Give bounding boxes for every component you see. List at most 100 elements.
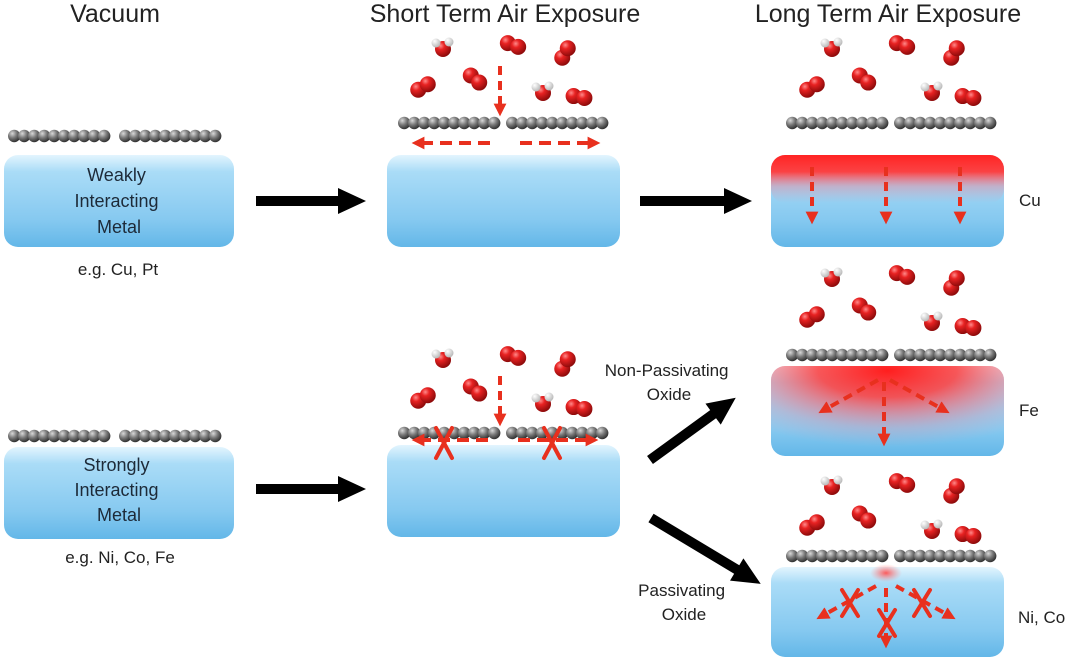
short-term-weak-panel [387,35,620,247]
carbon-atom [48,129,61,143]
carbon-atom [566,426,579,440]
carbon-atom [179,129,192,143]
carbon-atom [526,116,539,130]
carbon-atom [924,116,937,130]
water-molecule [820,37,843,57]
carbon-atom [836,549,849,563]
carbon-atom [28,429,41,443]
oxygen-molecule [799,514,825,536]
passivating-arrow [648,513,761,584]
carbon-atom [478,426,491,440]
carbon-atom [506,116,519,130]
carbon-atom [944,116,957,130]
water-molecule [431,37,454,57]
process-arrow [256,188,366,214]
carbon-atom [576,426,589,440]
carbon-atom [57,129,71,143]
carbon-atom [169,129,182,143]
carbon-atom [816,348,829,362]
carbon-atom [566,116,579,130]
carbon-atom [954,116,967,130]
graphene-layer [8,129,222,143]
carbon-atom [894,348,907,362]
graphene-layer [8,429,222,443]
gas-molecules [799,473,982,544]
metal-block [4,155,234,247]
oxygen-molecule [888,265,916,285]
graphene-layer [786,348,997,362]
carbon-atom [468,116,481,130]
oxygen-molecule [799,306,825,328]
carbon-atom [876,348,889,362]
carbon-atom [826,116,839,130]
example-label: e.g. Cu, Pt [78,260,159,279]
carbon-atom [209,129,222,143]
carbon-atom [954,348,967,362]
oxide-layer [771,155,1004,203]
carbon-atom [826,549,839,563]
carbon-atom [984,549,997,563]
blocked-cross [840,588,860,618]
carbon-atom [786,348,799,362]
carbon-atom [904,116,917,130]
carbon-atom [596,426,609,440]
carbon-atom [816,549,829,563]
carbon-atom [88,429,101,443]
carbon-atom [48,429,61,443]
gas-molecules [410,346,593,417]
carbon-atom [149,129,162,143]
carbon-atom [28,129,41,143]
carbon-atom [596,116,609,130]
short-term-strong-panel [387,346,620,537]
water-molecule [431,348,454,368]
oxygen-molecule [888,473,916,493]
carbon-atom [984,348,997,362]
carbon-atom [914,116,927,130]
non-passivating-arrow [647,397,736,465]
carbon-atom [78,129,91,143]
metal-label-fe: Fe [1019,401,1039,420]
metal-label-cu: Cu [1019,191,1041,210]
carbon-atom [209,429,222,443]
carbon-atom [796,549,809,563]
carbon-atom [876,549,889,563]
oxidation-arrow [889,378,950,414]
carbon-atom [38,429,51,443]
carbon-atom [189,429,202,443]
oxygen-molecule [499,35,527,55]
carbon-atom [876,116,889,130]
carbon-atom [516,116,529,130]
carbon-atom [506,426,519,440]
carbon-atom [546,116,559,130]
carbon-atom [418,116,431,130]
passivating-label: Passivating Oxide [638,581,730,624]
carbon-atom [468,426,481,440]
carbon-atom [914,549,927,563]
carbon-atom [199,129,212,143]
carbon-atom [139,429,152,443]
oxygen-molecule [799,76,825,98]
carbon-atom [934,348,947,362]
oxide-spot [870,564,902,582]
gas-molecules [799,35,982,106]
carbon-atom [974,549,987,563]
carbon-atom [8,429,21,443]
oxygen-molecule [499,346,527,366]
carbon-atom [974,348,987,362]
oxidation-arrow [818,378,879,414]
carbon-atom [8,129,21,143]
carbon-atom [806,348,819,362]
blocked-cross [877,608,897,638]
carbon-atom [914,348,927,362]
oxygen-molecule [943,40,965,66]
vacuum-strong-panel: Strongly Interacting Metal e.g. Ni, Co, … [4,429,234,567]
carbon-atom [536,116,549,130]
carbon-atom [408,116,421,130]
carbon-atom [836,348,849,362]
carbon-atom [98,429,111,443]
carbon-atom [149,429,162,443]
oxygen-molecule [954,88,982,106]
graphene-layer [398,116,609,130]
oxygen-molecule [410,387,436,409]
